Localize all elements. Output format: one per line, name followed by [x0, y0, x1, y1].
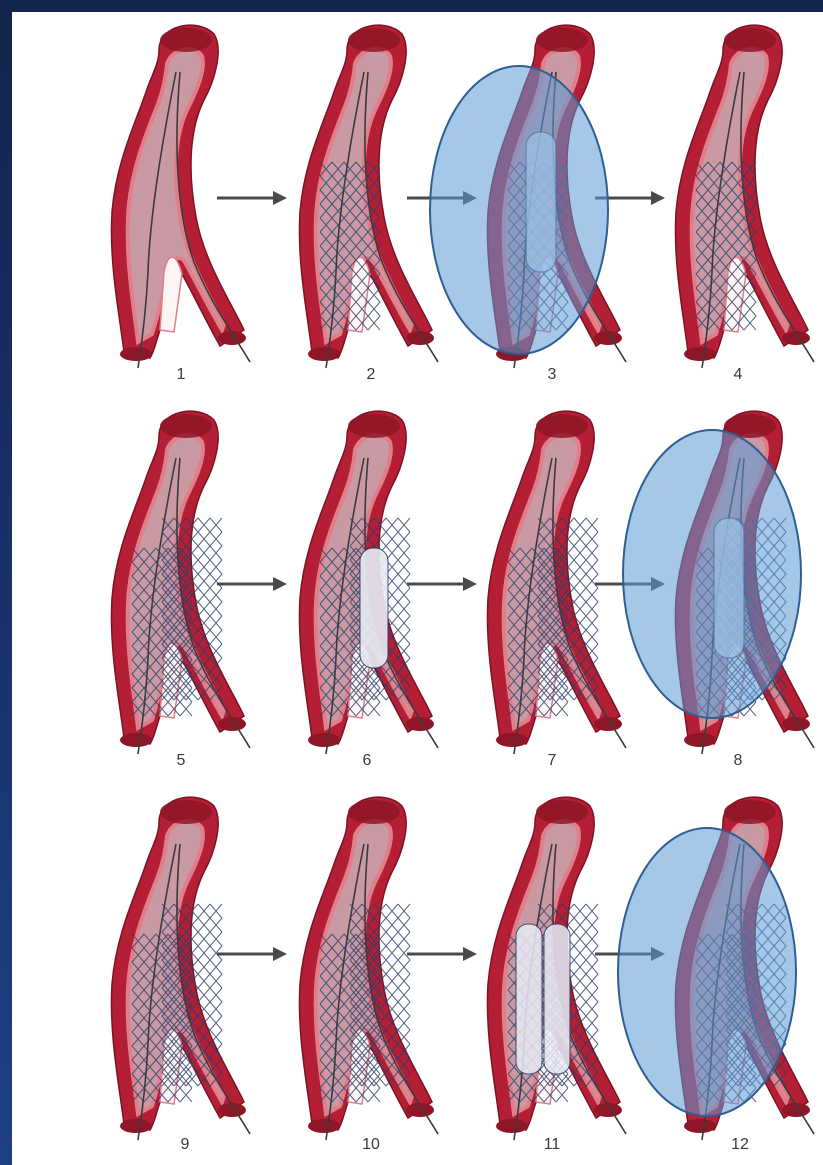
- arrow-right-icon: [217, 946, 287, 962]
- vessel-bifurcation-figure: [440, 784, 630, 1164]
- step-number-label: 1: [161, 366, 201, 384]
- vessel-top-cut: [536, 414, 588, 438]
- vessel-top-cut: [160, 800, 212, 824]
- arrow-right-icon: [217, 576, 287, 592]
- vessel-branch-cut: [120, 1119, 152, 1133]
- vessel-top-cut: [724, 800, 776, 824]
- vessel-bifurcation-figure: [252, 784, 442, 1164]
- vessel-top-cut: [724, 28, 776, 52]
- step-number-label: 7: [532, 752, 572, 770]
- arrow-right-icon: [407, 576, 477, 592]
- vessel-branch-cut: [496, 1119, 528, 1133]
- step-number-label: 5: [161, 752, 201, 770]
- step-number-label: 10: [351, 1136, 391, 1154]
- vessel-top-cut: [536, 800, 588, 824]
- step-number-label: 2: [351, 366, 391, 384]
- step-11: [440, 784, 630, 1164]
- vessel-top-cut: [348, 414, 400, 438]
- vessel-top-cut: [348, 800, 400, 824]
- step-10: [252, 784, 442, 1164]
- step-9: [64, 784, 254, 1164]
- highlight-ellipse-step-3: [426, 62, 612, 358]
- sequence-row-1: 1 2 3 4: [12, 12, 823, 392]
- vessel-branch-cut: [684, 347, 716, 361]
- step-number-label: 8: [718, 752, 758, 770]
- vessel-branch-cut: [120, 347, 152, 361]
- step-number-label: 6: [347, 752, 387, 770]
- step-number-label: 3: [532, 366, 572, 384]
- vessel-top-cut: [160, 28, 212, 52]
- vessel-top-cut: [160, 414, 212, 438]
- arrow-right-icon: [407, 946, 477, 962]
- step-number-label: 12: [720, 1136, 760, 1154]
- vessel-branch-cut: [684, 1119, 716, 1133]
- balloon: [516, 924, 542, 1074]
- vessel-top-cut: [536, 28, 588, 52]
- stenting-sequence-panel: 1 2 3 4 5 6 7 8: [12, 12, 823, 1165]
- vessel-bifurcation-figure: [64, 784, 254, 1164]
- vessel-branch-cut: [308, 733, 340, 747]
- balloon: [544, 924, 570, 1074]
- vessel-branch-cut: [684, 733, 716, 747]
- step-number-label: 4: [718, 366, 758, 384]
- highlight-ellipse-step-8: [619, 426, 805, 722]
- step-number-label: 11: [532, 1136, 572, 1154]
- step-number-label: 9: [165, 1136, 205, 1154]
- arrow-right-icon: [217, 190, 287, 206]
- highlight-ellipse-step-12: [614, 824, 800, 1120]
- vessel-top-cut: [348, 28, 400, 52]
- vessel-branch-cut: [308, 1119, 340, 1133]
- vessel-branch-cut: [308, 347, 340, 361]
- balloon: [360, 548, 388, 668]
- vessel-branch-cut: [120, 733, 152, 747]
- vessel-branch-cut: [496, 733, 528, 747]
